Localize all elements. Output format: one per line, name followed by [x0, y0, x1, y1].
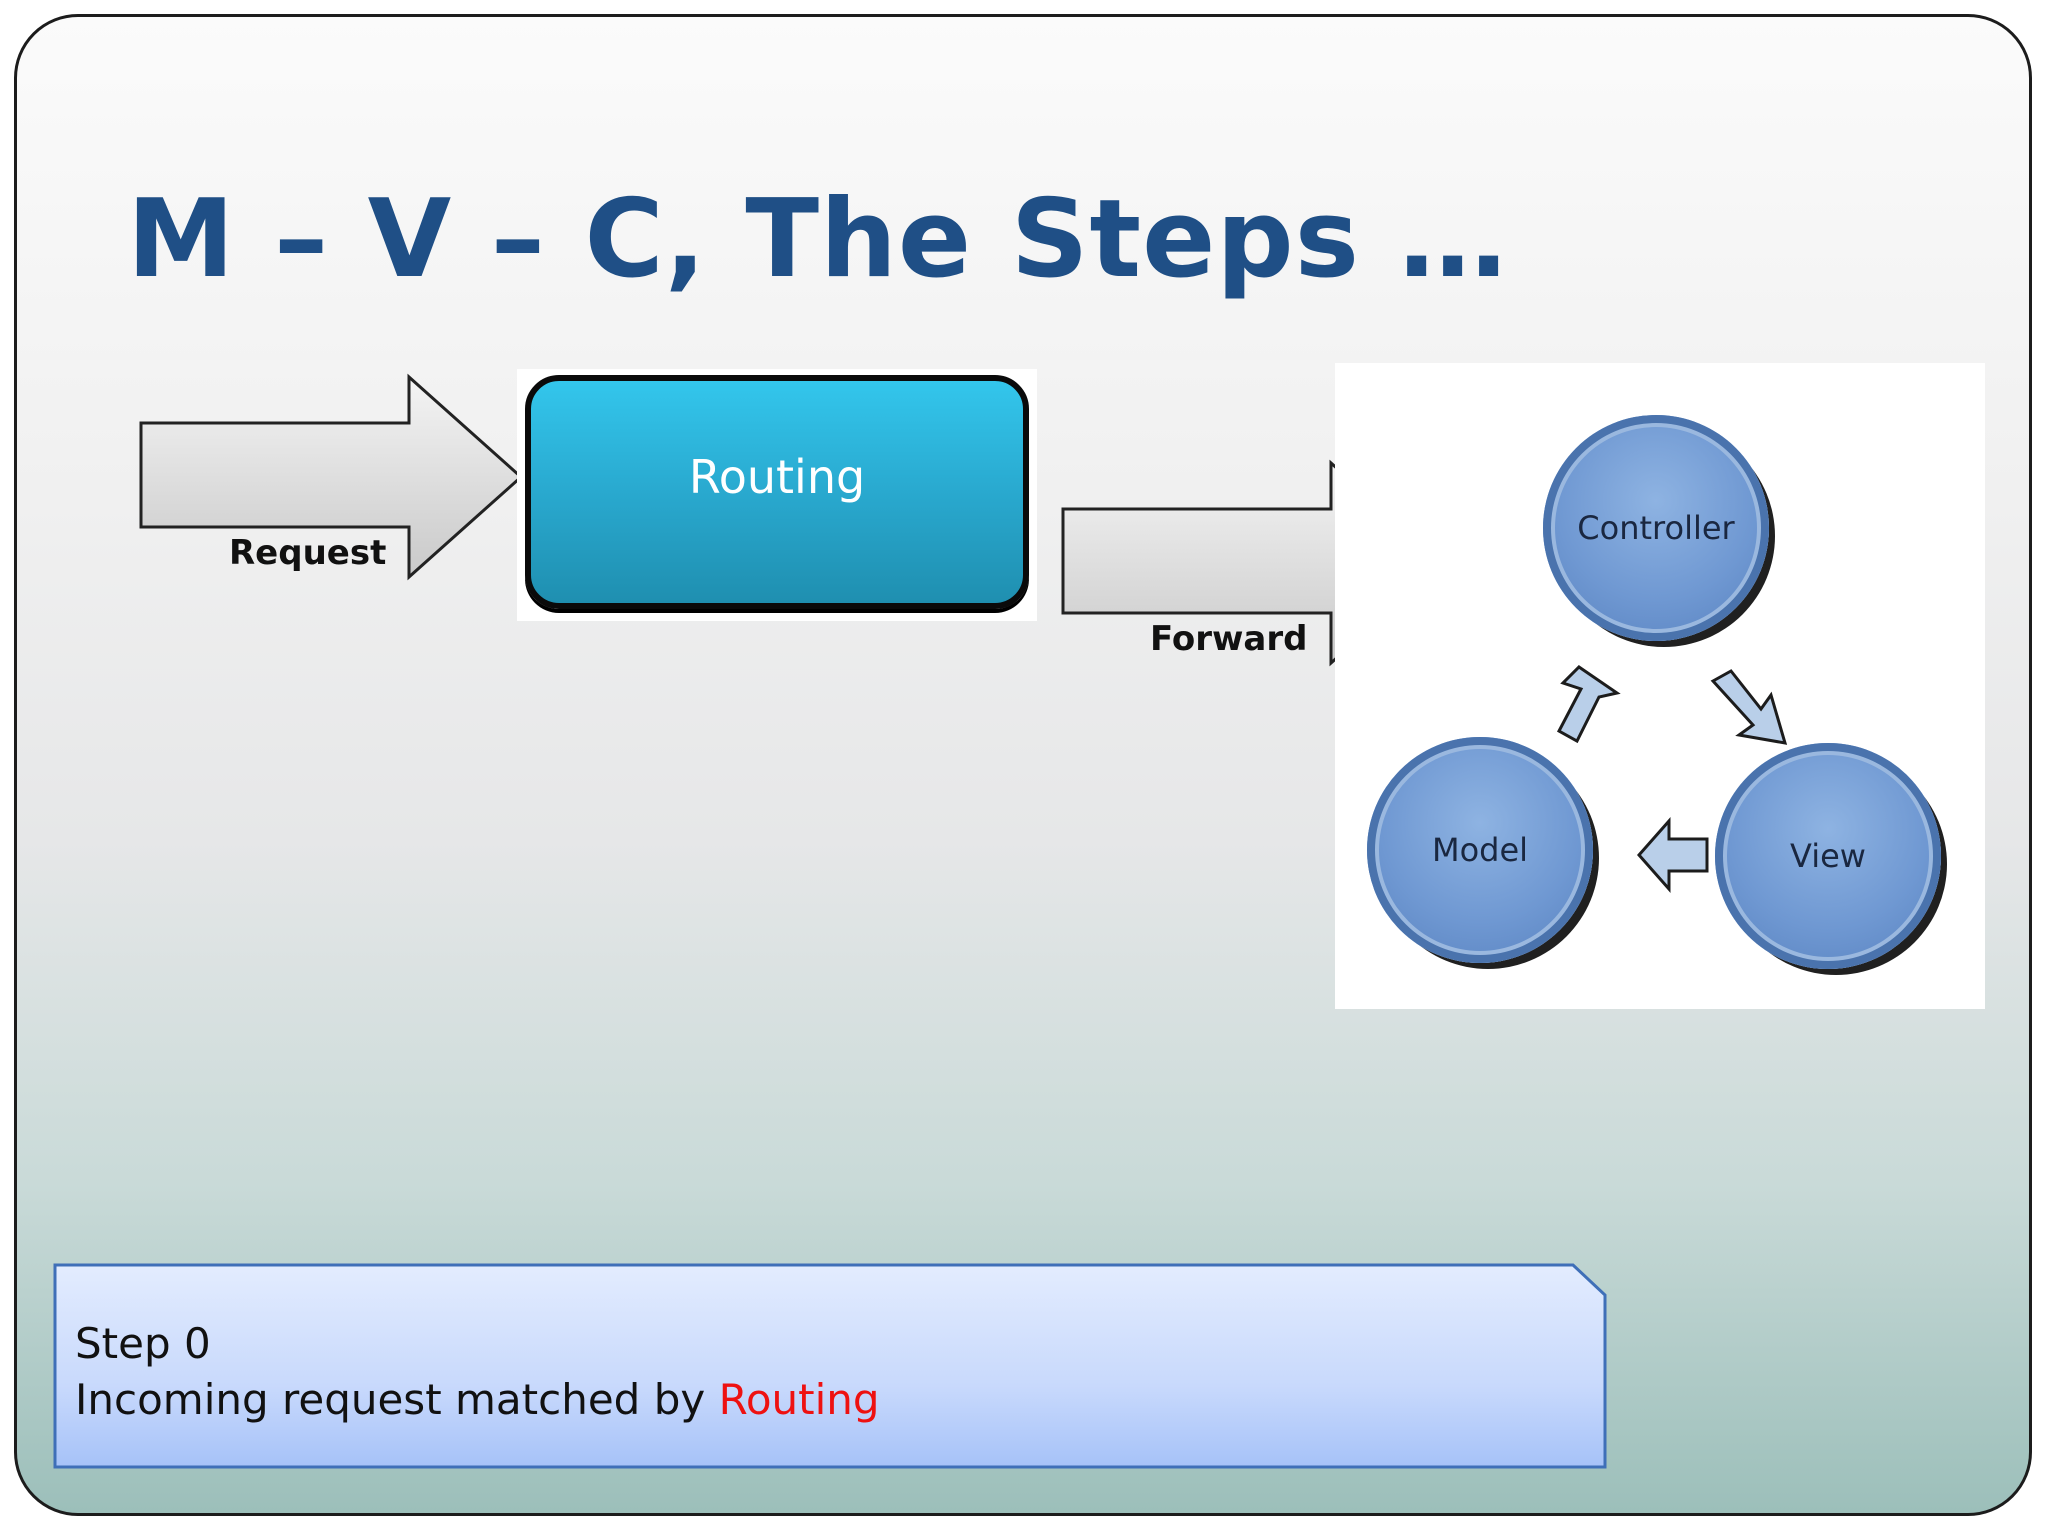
controller-label: Controller [1577, 509, 1735, 547]
forward-label: Forward [1150, 619, 1308, 659]
step-description: Incoming request matched by Routing [75, 1375, 880, 1424]
model-to-controller-arrow [1556, 665, 1621, 744]
request-label: Request [229, 533, 387, 573]
slide-title: M – V – C, The Steps … [127, 177, 1508, 302]
routing-box: Routing [525, 375, 1029, 609]
request-arrow [139, 373, 524, 581]
step-description-text: Incoming request matched by [75, 1375, 719, 1424]
step-title: Step 0 [75, 1319, 211, 1368]
view-label: View [1790, 837, 1866, 875]
controller-to-view-arrow [1710, 669, 1788, 745]
controller-circle: Controller [1543, 415, 1769, 641]
mvc-cycle-diagram: Controller Model View [1335, 363, 1985, 1009]
step-callout: Step 0 Incoming request matched by Routi… [53, 1263, 1609, 1469]
view-circle: View [1715, 743, 1941, 969]
slide: M – V – C, The Steps … Request Routing F… [14, 14, 2032, 1516]
model-circle: Model [1367, 737, 1593, 963]
routing-label: Routing [688, 450, 866, 504]
routing-frame: Routing [517, 369, 1037, 621]
step-highlight-routing: Routing [718, 1375, 880, 1424]
model-label: Model [1431, 831, 1529, 869]
view-to-model-arrow [1636, 817, 1709, 893]
